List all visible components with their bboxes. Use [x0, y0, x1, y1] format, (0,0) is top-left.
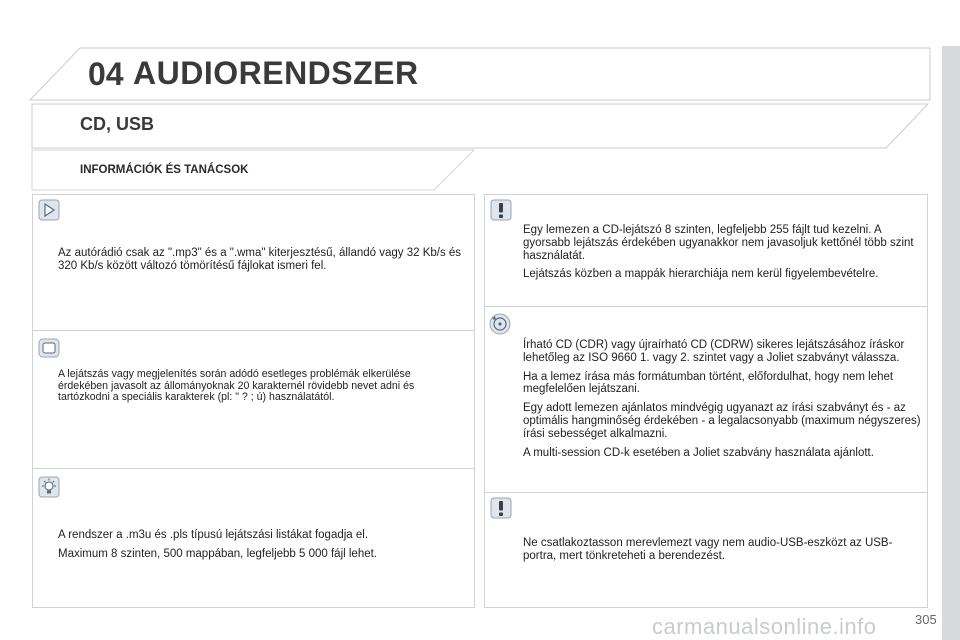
warning-exclamation-icon	[490, 497, 512, 519]
paragraph: A multi-session CD-k esetében a Joliet s…	[523, 446, 874, 459]
rounded-square-icon	[38, 338, 60, 358]
info-box-left-1	[32, 194, 475, 330]
recycle-cd-icon	[489, 313, 511, 335]
paragraph: Lejátszás közben a mappák hierarchiája n…	[523, 268, 879, 281]
info-box-left-2-text: A lejátszás vagy megjelenítés során adód…	[58, 368, 458, 410]
watermark: carmanualsonline.info	[652, 614, 877, 639]
info-box-left-1-text: Az autórádió csak az ".mp3" és a ".wma" …	[58, 247, 468, 279]
info-box-left-3	[32, 468, 475, 608]
play-triangle-icon	[38, 199, 60, 221]
info-box-right-1-text: Egy lemezen a CD-lejátszó 8 szinten, leg…	[523, 224, 923, 287]
chapter-number: 04	[88, 56, 124, 92]
paragraph: Az autórádió csak az ".mp3" és a ".wma" …	[58, 247, 462, 272]
info-box-right-2	[484, 306, 928, 492]
info-box-right-2-text: Írható CD (CDR) vagy újraírható CD (CDRW…	[523, 339, 923, 465]
chapter-title: AUDIORENDSZER	[133, 55, 419, 91]
warning-exclamation-icon	[490, 199, 512, 221]
right-sidebar-strip	[942, 46, 960, 640]
paragraph: A rendszer a .m3u és .pls típusú lejátsz…	[58, 529, 369, 541]
paragraph: Egy lemezen a CD-lejátszó 8 szinten, leg…	[523, 224, 914, 262]
subsection-title: INFORMÁCIÓK ÉS TANÁCSOK	[80, 164, 249, 176]
paragraph: A lejátszás vagy megjelenítés során adód…	[58, 368, 415, 404]
paragraph: Egy adott lemezen ajánlatos mindvégig ug…	[523, 402, 921, 440]
paragraph: Maximum 8 szinten, 500 mappában, legfelj…	[58, 547, 378, 560]
info-box-left-3-text: A rendszer a .m3u és .pls típusú lejátsz…	[58, 529, 468, 567]
section-title: CD, USB	[80, 114, 155, 134]
paragraph: Írható CD (CDR) vagy újraírható CD (CDRW…	[523, 339, 905, 364]
paragraph: Ne csatlakoztasson merevlemezt vagy nem …	[523, 537, 893, 562]
info-box-right-1	[484, 194, 928, 306]
page-number: 305	[915, 612, 937, 627]
paragraph: Ha a lemez írása más formátumban történt…	[523, 370, 894, 396]
info-box-right-3	[484, 492, 928, 608]
lightbulb-icon	[38, 476, 60, 498]
info-box-left-2	[32, 330, 475, 468]
info-box-right-3-text: Ne csatlakoztasson merevlemezt vagy nem …	[523, 537, 923, 569]
